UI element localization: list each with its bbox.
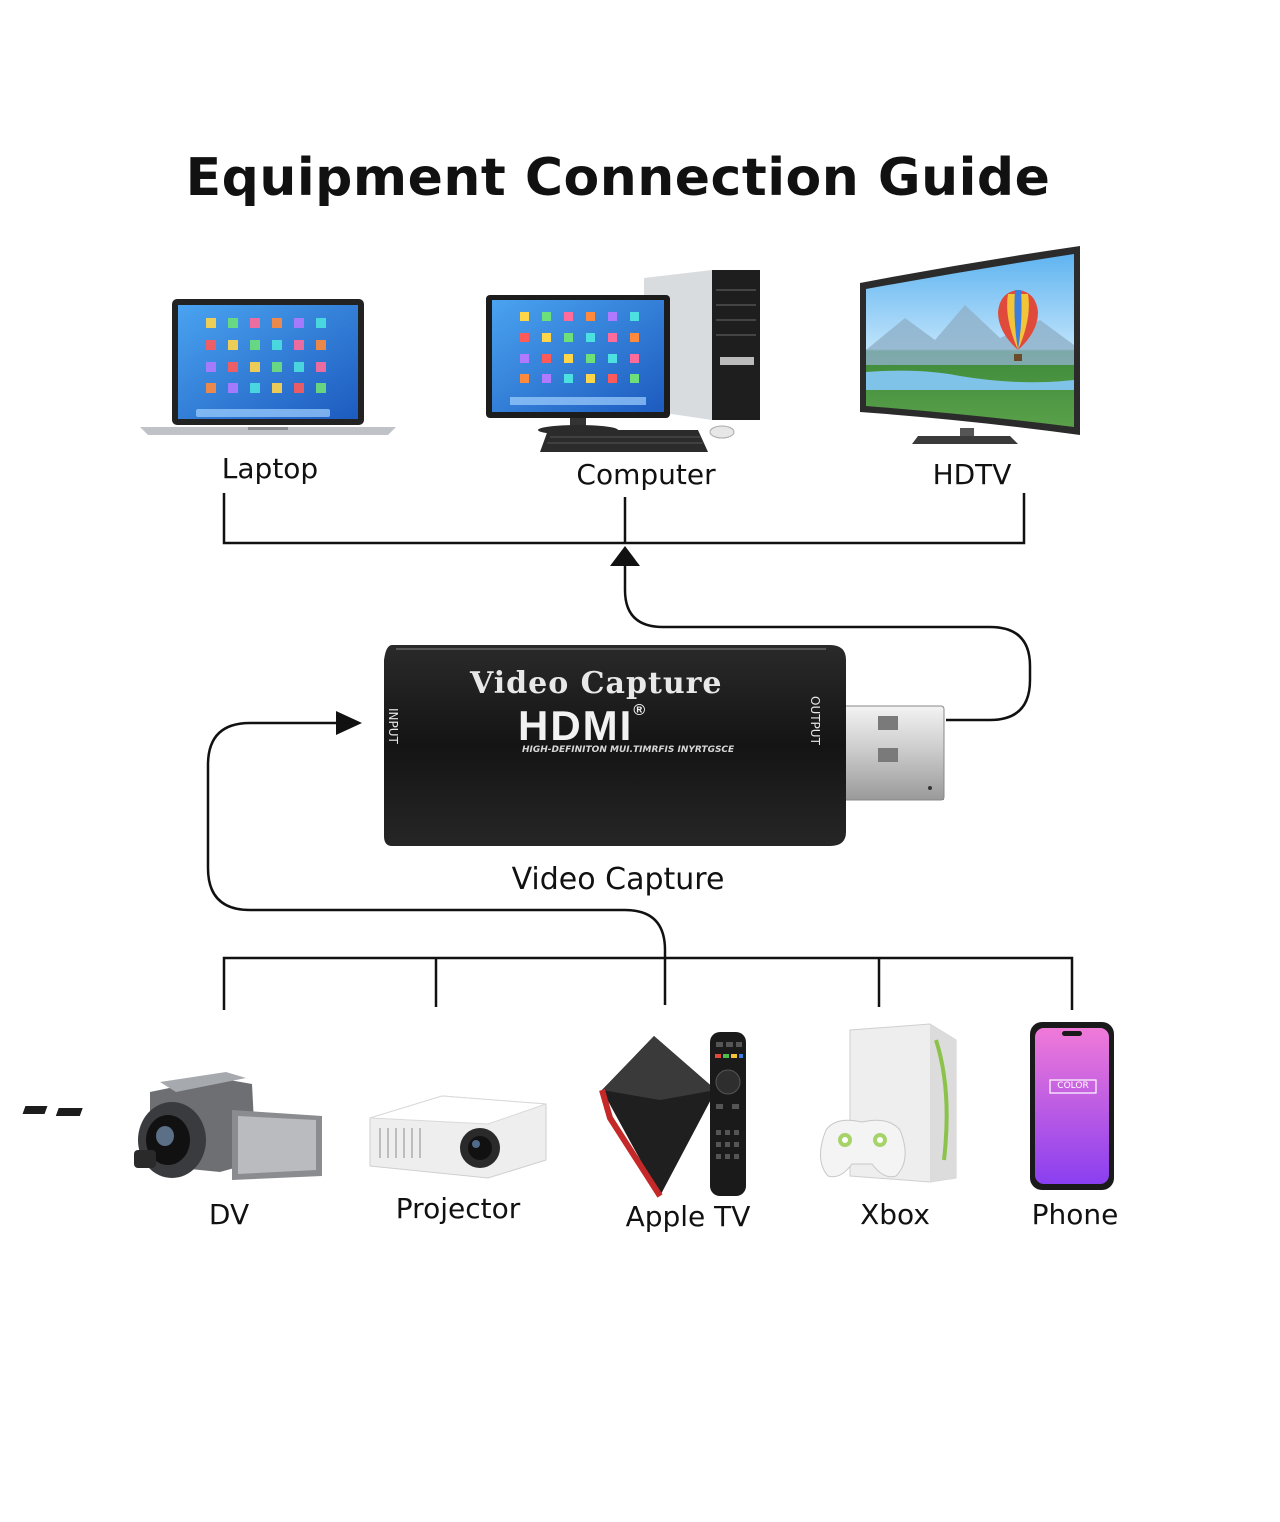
phone-label: Phone (1032, 1198, 1119, 1231)
camcorder-icon (134, 1072, 322, 1180)
registered-mark: ® (633, 702, 647, 719)
arrow-right-icon (336, 711, 362, 735)
computer-label: Computer (576, 458, 715, 491)
input-port-label: INPUT (386, 708, 400, 744)
arrow-up-icon (610, 546, 640, 566)
curved-tv-icon (860, 246, 1080, 444)
projector-label: Projector (396, 1192, 520, 1225)
hdmi-brand: HDMI (518, 702, 633, 749)
hdmi-logo: HDMI® (518, 702, 647, 750)
apple-tv-label: Apple TV (626, 1200, 751, 1233)
dv-label: DV (209, 1198, 249, 1231)
desktop-computer-icon (486, 270, 760, 452)
capture-face-subtitle: HIGH-DEFINITON MUI.TIMRFIS INYRTGSCE (522, 745, 734, 755)
tv-box-remote-icon (602, 1032, 746, 1196)
smartphone-icon (1030, 1022, 1114, 1190)
video-capture-label: Video Capture (512, 862, 725, 897)
hdtv-label: HDTV (933, 458, 1012, 491)
laptop-label: Laptop (222, 452, 318, 485)
laptop-icon (140, 299, 396, 435)
phone-screen-text: COLOR (1050, 1080, 1096, 1093)
game-console-icon (820, 1024, 956, 1182)
output-port-label: OUTPUT (808, 696, 822, 745)
capture-face-title: Video Capture (470, 666, 723, 701)
xbox-label: Xbox (860, 1198, 930, 1231)
